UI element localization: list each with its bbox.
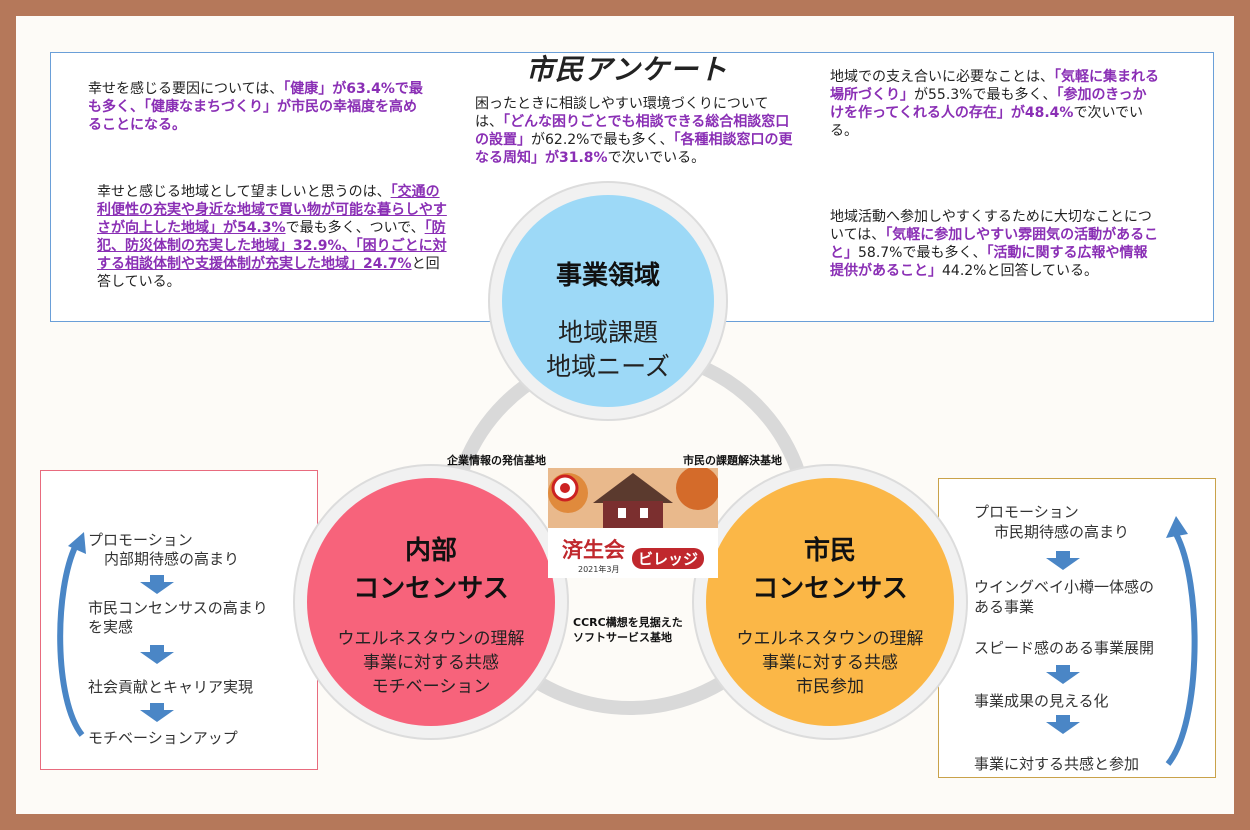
right-flow-step-4: 事業成果の見える化 <box>974 692 1109 710</box>
internal-title-2: コンセンサス <box>353 574 509 604</box>
citizen-line3: 市民参加 <box>796 677 864 697</box>
survey-activity-text: 地域活動へ参加しやすくするために大切なことについては、「気軽に参加しやすい雰囲気… <box>830 209 1159 279</box>
left-flow-step-3: 社会貢献とキャリア実現 <box>88 678 254 696</box>
business-domain-title: 事業領域 <box>555 261 660 291</box>
survey-region-text: 幸せと感じる地域として望ましいと思うのは、「交通の利便性の充実や身近な地域で買い… <box>97 184 447 290</box>
label-ccrc-2: ソフトサービス基地 <box>573 631 672 644</box>
label-company-info-base: 企業情報の発信基地 <box>447 454 546 467</box>
right-flow-step-1: プロモーション <box>974 503 1079 521</box>
survey-health-text: 幸せを感じる要因については、「健康」が63.4%で最も多く、「健康なまちづくり」… <box>88 81 423 133</box>
right-flow-step-3: スピード感のある事業展開 <box>974 639 1155 657</box>
house-illustration <box>548 468 718 528</box>
left-down-arrow-2 <box>140 645 174 664</box>
business-domain-circle: 事業領域 地域課題 地域ニーズ <box>502 195 714 407</box>
logo-date: 2021年3月 <box>578 565 620 574</box>
label-citizen-solution-base: 市民の課題解決基地 <box>683 454 782 467</box>
internal-line3: モチベーション <box>371 677 491 697</box>
logo-sub: ビレッジ <box>632 548 705 569</box>
left-down-arrow-1 <box>140 575 174 594</box>
left-down-arrow-3 <box>140 703 174 722</box>
survey-title: 市民アンケート <box>526 53 728 86</box>
left-cycle-arrow <box>57 532 86 737</box>
right-flow-step-1b: 市民期待感の高まり <box>994 523 1130 541</box>
left-flow-step-2b: を実感 <box>88 618 134 636</box>
citizen-line1: ウエルネスタウンの理解 <box>736 629 924 649</box>
right-flow-step-5: 事業に対する共感と参加 <box>974 755 1140 773</box>
right-flow-step-2: ウイングベイ小樽一体感の <box>974 578 1155 596</box>
business-domain-line2: 地域ニーズ <box>546 352 670 381</box>
internal-line1: ウエルネスタウンの理解 <box>337 629 525 649</box>
right-cycle-arrow <box>1165 516 1198 766</box>
right-down-arrow-1 <box>1046 551 1080 570</box>
left-flow-step-2: 市民コンセンサスの高まり <box>88 599 268 617</box>
internal-consensus-circle: 内部 コンセンサス ウエルネスタウンの理解 事業に対する共感 モチベーション <box>307 478 555 726</box>
left-flow-step-1b: 内部期待感の高まり <box>104 550 240 568</box>
citizen-consensus-circle: 市民 コンセンサス ウエルネスタウンの理解 事業に対する共感 市民参加 <box>706 478 954 726</box>
right-down-arrow-3 <box>1046 715 1080 734</box>
citizen-title-2: コンセンサス <box>752 574 908 604</box>
left-flow-step-1: プロモーション <box>88 531 193 549</box>
right-down-arrow-2 <box>1046 665 1080 684</box>
internal-flow-box <box>40 470 318 770</box>
left-flow-step-4: モチベーションアップ <box>88 729 238 747</box>
internal-line2: 事業に対する共感 <box>363 653 499 673</box>
survey-support-text: 地域での支え合いに必要なことは、「気軽に集まれる場所づくり」が55.3%で最も多… <box>830 69 1159 139</box>
citizen-title-1: 市民 <box>803 536 856 566</box>
business-domain-line1: 地域課題 <box>557 318 658 347</box>
right-flow-step-2b: ある事業 <box>974 598 1035 616</box>
citizen-line2: 事業に対する共感 <box>762 653 898 673</box>
survey-consult-text: 困ったときに相談しやすい環境づくりについては、「どんな困りごとでも相談できる総合… <box>475 96 793 166</box>
internal-title-1: 内部 <box>404 536 457 566</box>
label-ccrc-1: CCRC構想を見据えた <box>573 616 683 629</box>
logo-name: 済生会 <box>562 538 625 562</box>
saiseikai-village-logo: 済生会 ビレッジ 2021年3月 <box>548 468 718 578</box>
